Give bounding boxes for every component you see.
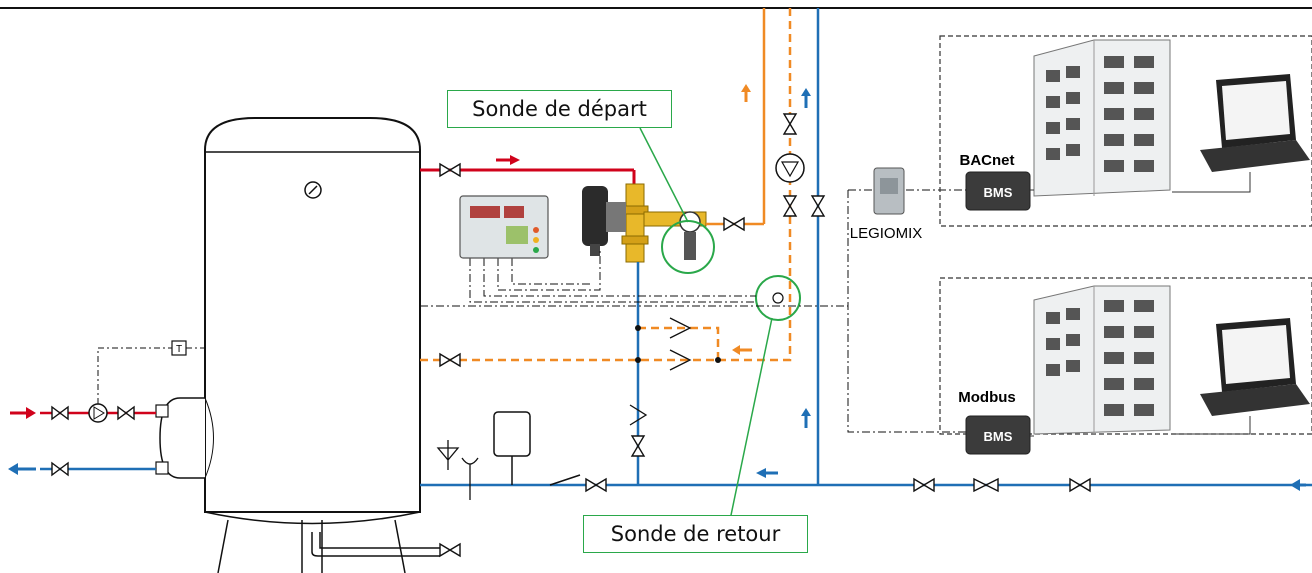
bms-bottom-box: [965, 415, 1031, 455]
supply-probe-leader: [639, 127, 689, 223]
building-bottom-icon: [1033, 285, 1171, 435]
protocol-bottom-label: Modbus: [958, 389, 1016, 406]
primary-circuit: T: [8, 340, 205, 475]
svg-text:T: T: [176, 344, 182, 355]
thermometer-icon: [304, 181, 322, 199]
bms-top-box: [965, 171, 1031, 211]
heat-exchanger: [155, 397, 214, 479]
protocol-top-label: BACnet: [960, 152, 1015, 169]
supply-probe: [661, 211, 715, 274]
circulation-pump-icon: [775, 153, 805, 183]
return-probe-callout: Sonde de retour: [583, 515, 808, 553]
modbus-panel: [939, 277, 1312, 435]
controller-panel: [459, 195, 549, 259]
legiomix-module: [873, 167, 905, 215]
building-top-icon: [1033, 39, 1171, 197]
controller-label: LEGIOMIX: [850, 225, 923, 242]
storage-tank: [204, 117, 440, 573]
bacnet-panel: [939, 35, 1312, 227]
hot-flow-arrow-icon: [510, 155, 520, 165]
expansion-vessel-icon: [493, 411, 531, 457]
laptop-top-icon: [1200, 74, 1310, 172]
return-probe-leader: [729, 317, 773, 521]
bms-bottom-label: BMS: [984, 429, 1013, 444]
safety-valve-icon: [436, 440, 460, 470]
laptop-bottom-icon: [1200, 318, 1310, 416]
valves: [51, 113, 1091, 558]
bms-top-label: BMS: [984, 185, 1013, 200]
control-wiring: [420, 189, 966, 433]
circulation-loop: [420, 8, 792, 362]
supply-probe-callout: Sonde de départ: [447, 90, 672, 128]
return-probe: [755, 275, 801, 321]
